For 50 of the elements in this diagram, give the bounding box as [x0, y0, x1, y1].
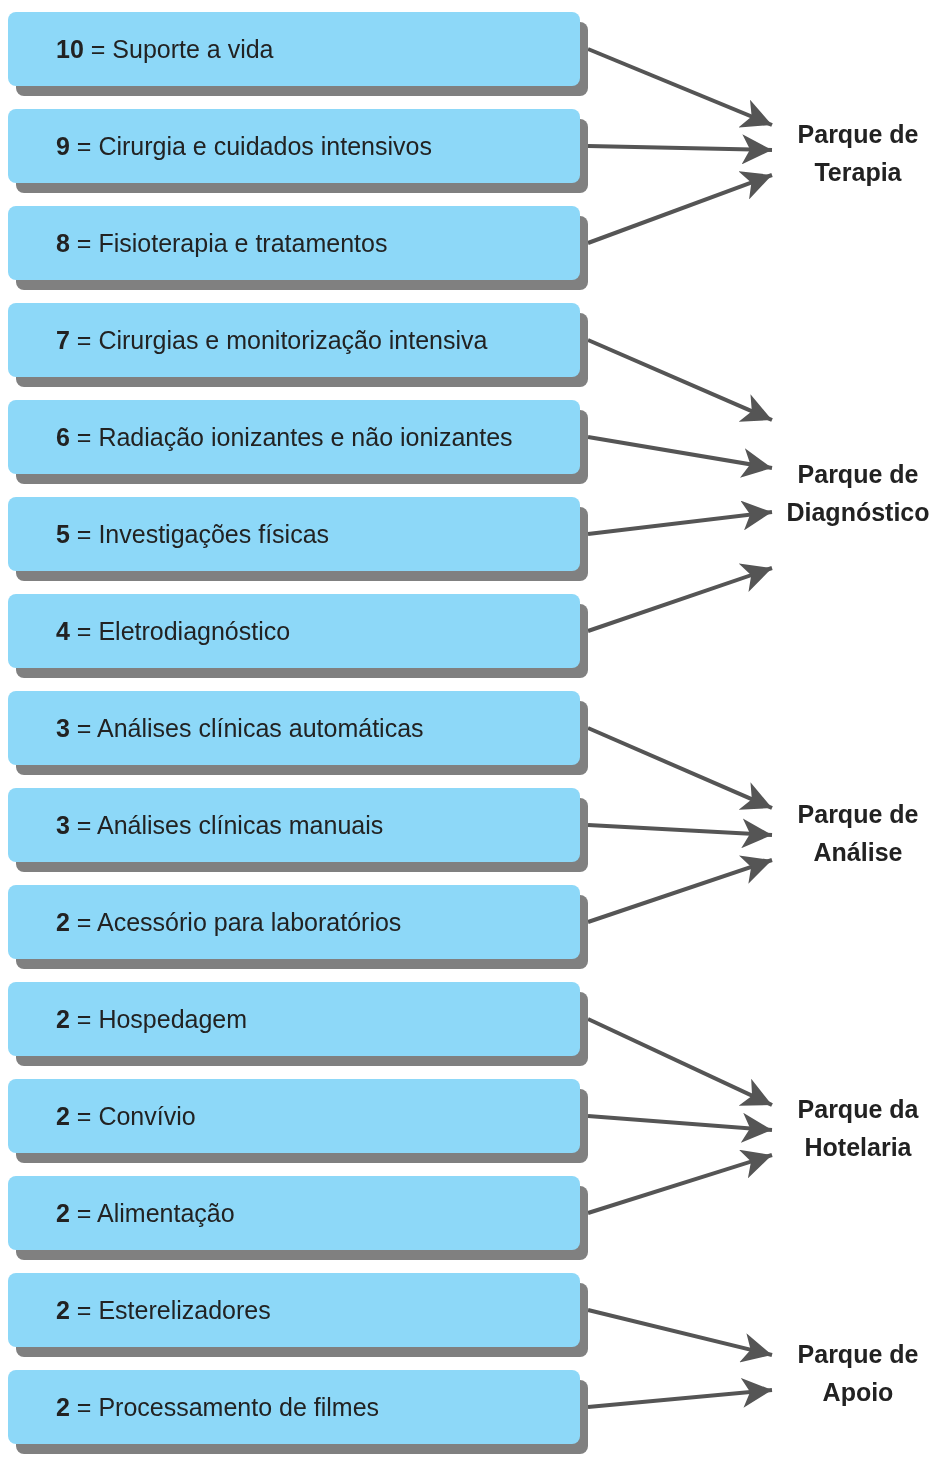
process-box — [8, 1273, 588, 1357]
arrow — [587, 134, 773, 165]
arrow — [587, 500, 773, 536]
arrow — [587, 1149, 773, 1215]
arrow — [587, 338, 773, 422]
process-box — [8, 303, 588, 387]
group-label: Parque de Diagnóstico — [785, 458, 931, 528]
group-label: Parque da Hotelaria — [796, 1094, 920, 1163]
box-label: 7 = Cirurgias e monitorização intensiva — [56, 325, 488, 355]
arrow — [587, 855, 773, 924]
box-label: 9 = Cirurgia e cuidados intensivos — [56, 131, 432, 161]
box-label: 4 = Eletrodiagnóstico — [56, 616, 291, 646]
arrow — [587, 1112, 773, 1143]
box-label: 8 = Fisioterapia e tratamentos — [56, 228, 388, 258]
box-label: 3 = Análises clínicas manuais — [56, 810, 384, 840]
process-box — [8, 885, 588, 969]
process-box — [8, 982, 588, 1066]
process-box — [8, 691, 588, 775]
process-box — [8, 594, 588, 678]
box-label: 2 = Esterelizadores — [56, 1295, 271, 1325]
process-box — [8, 109, 588, 193]
box-label: 5 = Investigações físicas — [56, 519, 330, 549]
box-label: 2 = Alimentação — [56, 1198, 235, 1228]
process-box — [8, 1370, 588, 1454]
arrow — [587, 435, 773, 478]
box-label: 2 = Acessório para laboratórios — [56, 907, 402, 937]
process-box — [8, 1079, 588, 1163]
box-label: 10 = Suporte a vida — [56, 34, 274, 64]
arrow — [587, 1017, 773, 1107]
process-box — [8, 12, 588, 96]
group-label: Parque de Apoio — [796, 1338, 920, 1408]
box-label: 3 = Análises clínicas automáticas — [56, 713, 424, 743]
process-box — [8, 400, 588, 484]
arrow — [587, 1308, 773, 1363]
box-label: 2 = Processamento de filmes — [56, 1392, 380, 1422]
process-box — [8, 788, 588, 872]
process-box — [8, 1176, 588, 1260]
group-label: Parque de Análise — [796, 799, 920, 868]
process-box — [8, 206, 588, 290]
process-box — [8, 497, 588, 581]
arrow — [587, 563, 773, 633]
arrow — [587, 1377, 773, 1409]
arrow — [587, 726, 773, 810]
arrow — [587, 818, 773, 849]
arrow — [587, 47, 773, 128]
box-label: 2 = Hospedagem — [56, 1004, 248, 1034]
arrow — [587, 171, 773, 245]
box-label: 2 = Convívio — [56, 1101, 196, 1131]
group-label: Parque de Terapia — [796, 119, 920, 188]
box-label: 6 = Radiação ionizantes e não ionizantes — [56, 422, 513, 452]
